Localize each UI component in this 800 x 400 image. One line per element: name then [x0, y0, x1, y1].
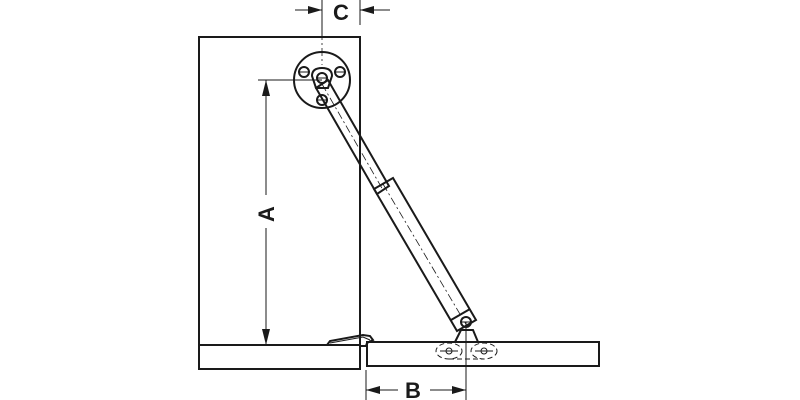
- cabinet-side-panel: [198, 36, 361, 346]
- dimension-a: A: [254, 79, 322, 345]
- upper-pivot-eye: [310, 66, 334, 89]
- dimension-b-label: B: [405, 378, 421, 400]
- gas-strut-cylinder: [372, 176, 478, 333]
- flap-bracket: [453, 329, 480, 343]
- flap-door: [366, 341, 600, 367]
- dimension-b: B: [365, 322, 467, 400]
- dimension-c-label: C: [333, 0, 349, 25]
- dimension-c: C: [295, 0, 390, 37]
- dimension-a-label: A: [254, 206, 279, 222]
- cabinet-base-shelf: [198, 344, 361, 370]
